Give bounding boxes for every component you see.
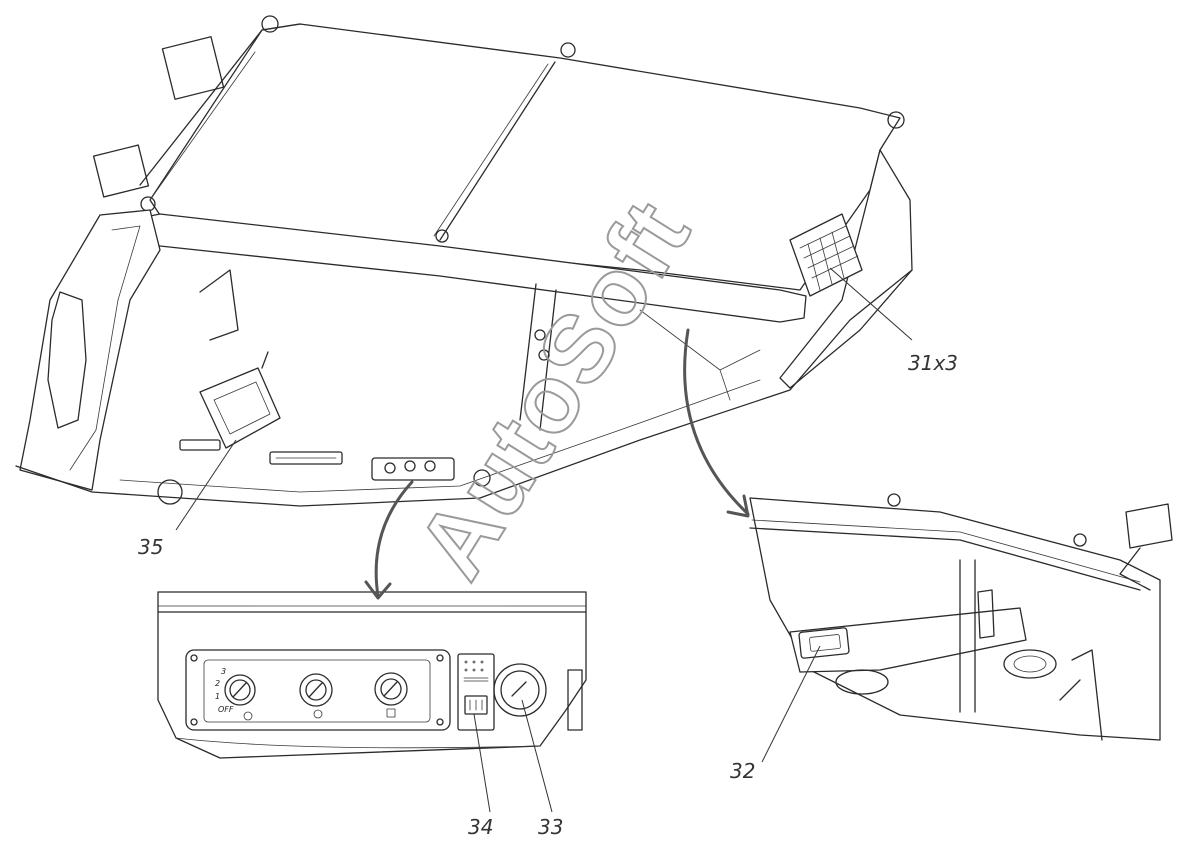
headliner-eye (887, 493, 901, 507)
rear-oval-vent-1 (835, 669, 889, 695)
main-knob-2 (404, 460, 416, 472)
lifting-eye-5 (435, 229, 449, 243)
thermostat-dial (500, 670, 540, 710)
left-slot (179, 439, 221, 451)
heater-knob-ring (374, 672, 408, 706)
air-mode-icon (313, 709, 323, 719)
lower-edge (15, 269, 913, 507)
lifting-eye-3 (887, 111, 905, 129)
ac-switch-divider (463, 677, 489, 682)
detail-arrow-left (364, 480, 414, 600)
callout-31: 31x3 (908, 351, 958, 375)
right-pillar (779, 149, 913, 389)
air-mode-knob (305, 679, 327, 701)
control-panel-detail: 3 2 1 OFF (157, 591, 587, 759)
fan-speed-knob-pointer (232, 682, 247, 698)
plate-screw-2 (436, 654, 444, 662)
headliner-inner-panel (789, 607, 1027, 673)
main-knob-3 (424, 460, 436, 472)
center-hinge-1 (534, 329, 546, 341)
panel-right-slot (567, 669, 583, 731)
left-pillar (19, 209, 161, 491)
right-air-filter (789, 213, 863, 297)
headliner-top-edge-2 (751, 519, 1141, 583)
air-mode-knob-pointer (308, 682, 323, 698)
fan-speed-label-1: 1 (215, 692, 220, 701)
callout-35: 35 (138, 535, 163, 559)
plate-screw-4 (436, 718, 444, 726)
ac-switch-icon (469, 699, 483, 711)
heater-icon (386, 708, 396, 718)
right-wall-inner (639, 309, 761, 401)
leader-35 (175, 439, 237, 531)
plate-screw-3 (190, 718, 198, 726)
rear-oval-vent-2-inner (1013, 655, 1047, 673)
top-left-block-1 (161, 36, 225, 100)
thermostat-ring (493, 663, 547, 717)
center-pillar (519, 283, 557, 431)
fan-speed-label-off: OFF (218, 705, 234, 714)
center-hinge-2 (538, 349, 550, 361)
lower-left-round (157, 479, 183, 505)
left-handle (47, 291, 87, 429)
ac-switch-button (464, 695, 488, 715)
control-panel-lower-curve (175, 737, 541, 749)
thermostat-pointer (511, 681, 527, 697)
switch-plate-inner (203, 659, 431, 723)
headliner-detail (749, 493, 1173, 741)
mirror (1125, 503, 1173, 549)
plate-screw-1 (190, 654, 198, 662)
roof-seam (439, 61, 556, 241)
leader-34 (473, 713, 491, 813)
ac-switch-dots (464, 660, 484, 672)
lifting-eye-1 (261, 15, 279, 33)
heater-knob (380, 678, 402, 700)
rear-hinge (977, 589, 995, 639)
rear-vent-inner (809, 634, 841, 652)
detail-arrow-right (683, 328, 750, 518)
right-air-filter-mesh (799, 225, 859, 291)
fan-speed-label-3: 3 (221, 667, 226, 676)
speaker-slot (269, 451, 343, 465)
top-left-block-2 (92, 144, 150, 198)
headliner-top-edge (749, 527, 1141, 591)
fan-icon (243, 711, 253, 721)
lower-edge-inner (119, 379, 761, 493)
left-pillar-inner (69, 225, 141, 471)
fan-speed-knob-ring (224, 674, 256, 706)
rear-oval-vent-2 (1003, 649, 1057, 679)
left-rail (139, 23, 301, 186)
heater-knob-pointer (383, 681, 398, 697)
callout-33: 33 (538, 815, 563, 839)
rear-pillar (959, 559, 976, 713)
headliner-eye-right (1073, 533, 1087, 547)
main-knob-1 (384, 462, 396, 474)
rear-vent (798, 627, 850, 659)
air-mode-knob-ring (299, 673, 333, 707)
lifting-eye-2 (560, 42, 576, 58)
left-air-vent-grid (213, 381, 271, 435)
left-air-vent (199, 367, 281, 449)
leader-33 (521, 699, 553, 813)
mirror-arm (1119, 547, 1151, 591)
ac-rocker-switch (457, 653, 495, 731)
leader-31 (829, 267, 913, 341)
left-rail-2 (149, 51, 256, 201)
fan-speed-label-2: 2 (215, 679, 220, 688)
roof-assembly (15, 15, 913, 507)
callout-32: 32 (730, 759, 755, 783)
leader-32 (761, 645, 821, 763)
roof-seam-2 (433, 63, 549, 237)
rear-right-bracket (1059, 649, 1103, 741)
main-thermostat (473, 469, 491, 487)
callout-34: 34 (468, 815, 493, 839)
switch-plate (185, 649, 451, 731)
fan-speed-knob (229, 679, 251, 701)
left-vent-bracket (199, 269, 269, 369)
